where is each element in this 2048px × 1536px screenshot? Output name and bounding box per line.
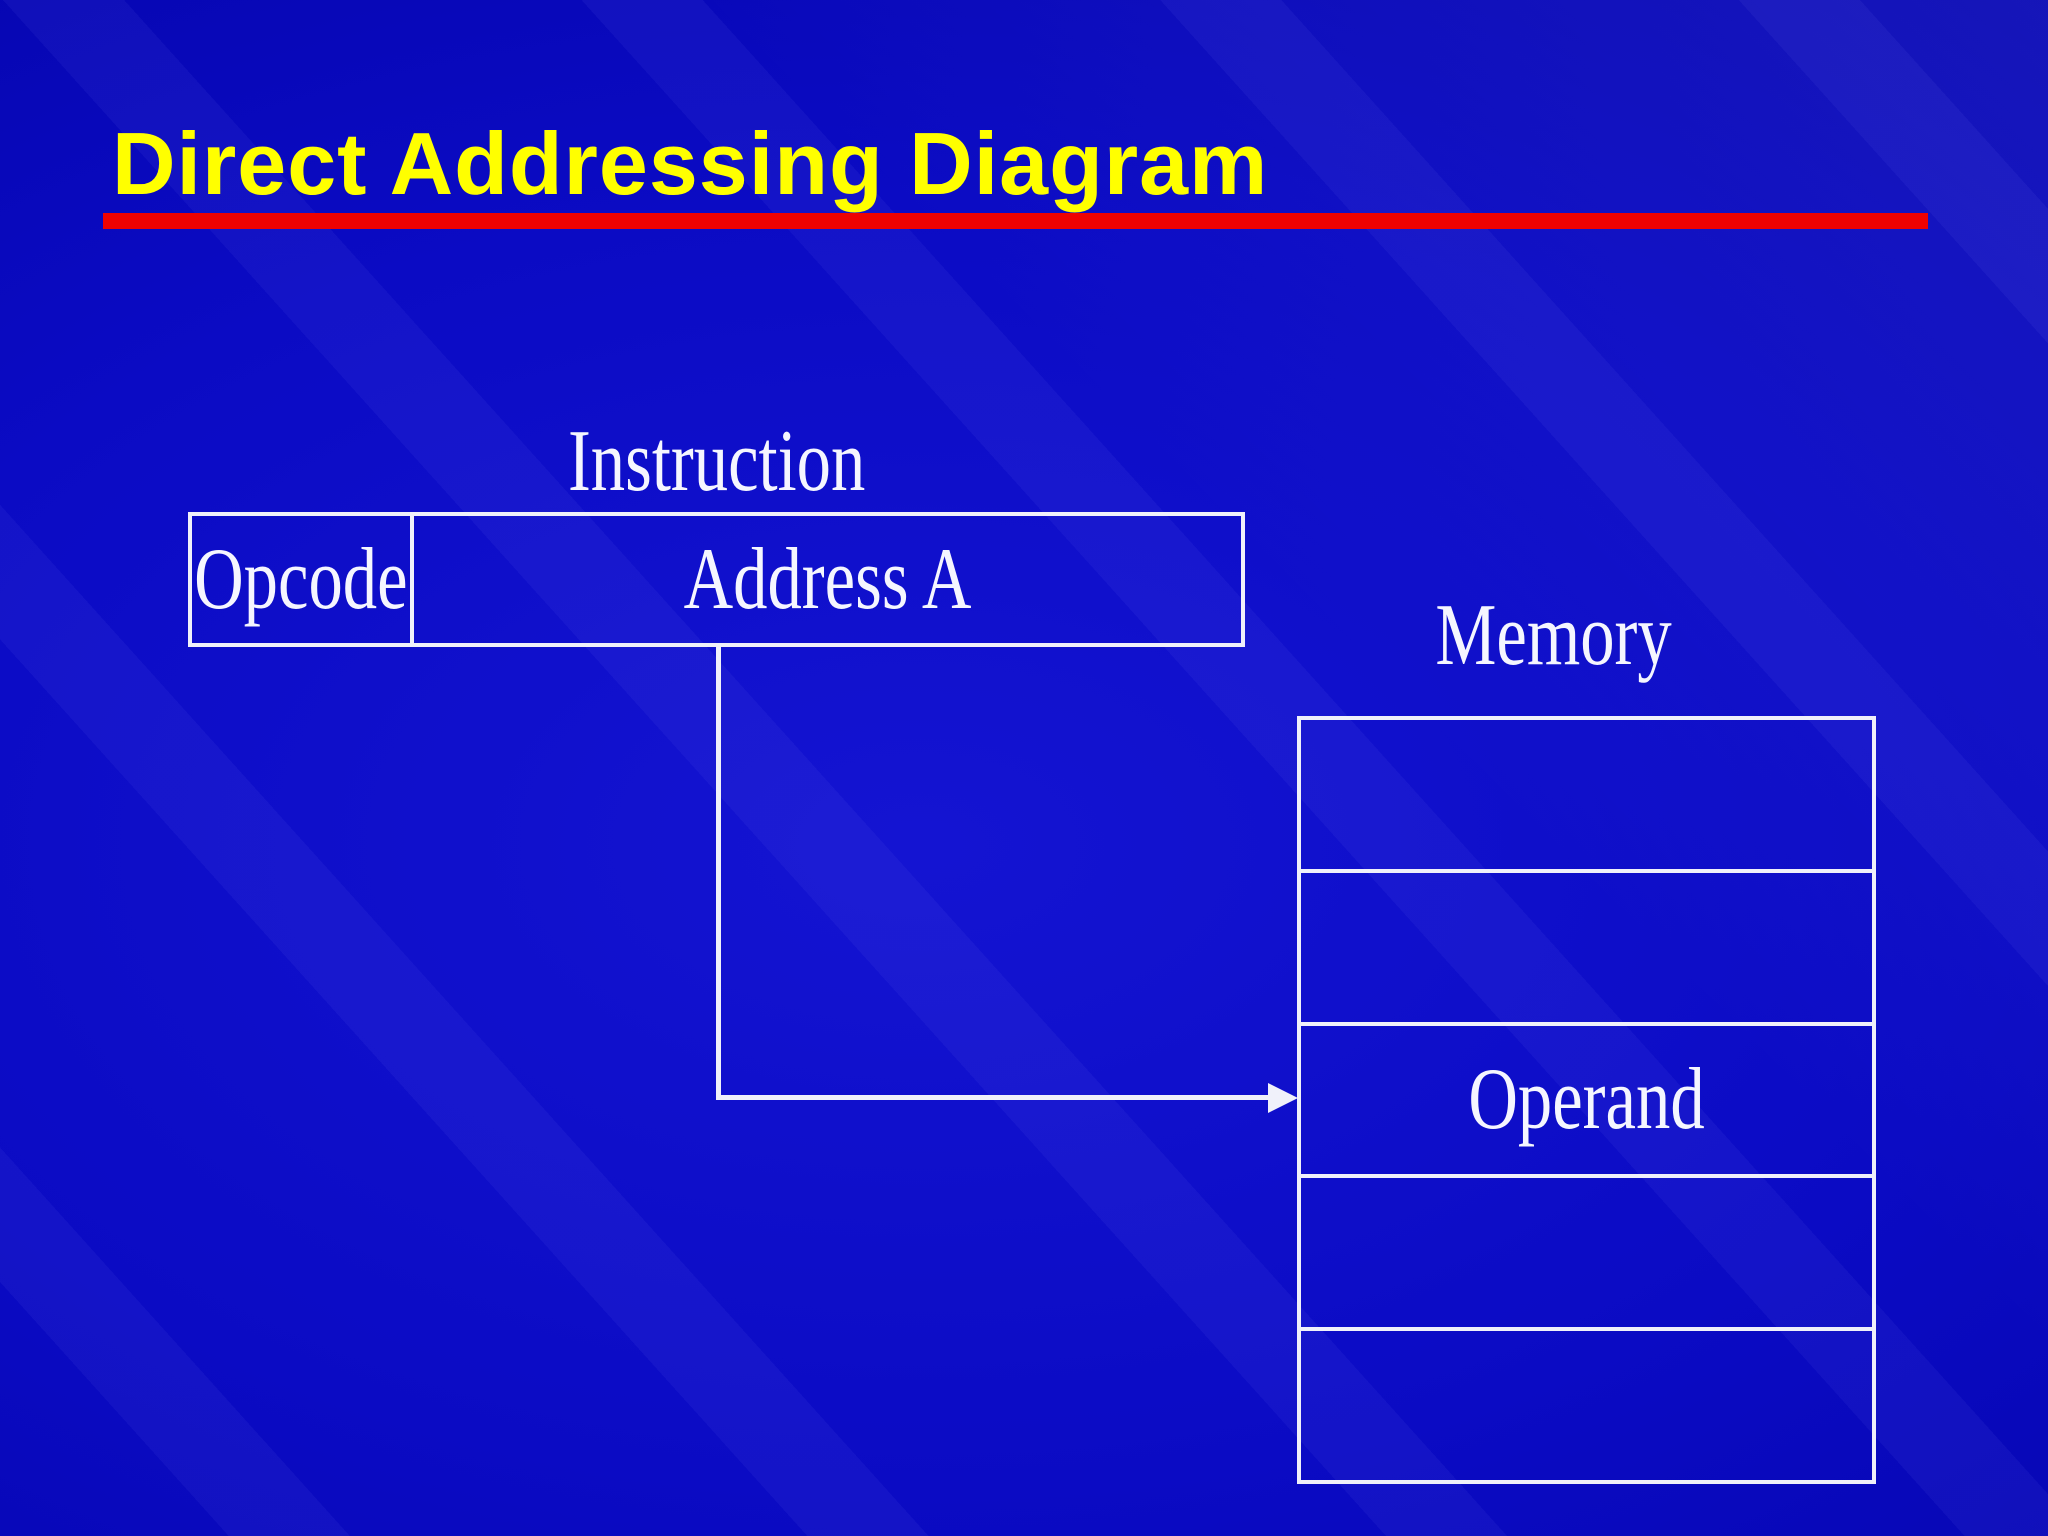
memory-row-operand: Operand bbox=[1301, 1021, 1872, 1175]
instruction-box: Opcode Address A bbox=[188, 512, 1245, 647]
opcode-label: Opcode bbox=[194, 530, 408, 628]
title-underline bbox=[103, 213, 1928, 229]
slide-title: Direct Addressing Diagram bbox=[112, 114, 1269, 213]
address-cell: Address A bbox=[414, 516, 1241, 643]
instruction-label: Instruction bbox=[188, 418, 1245, 506]
operand-label: Operand bbox=[1468, 1050, 1705, 1148]
connector-horizontal-line bbox=[716, 1095, 1272, 1100]
memory-row bbox=[1301, 1174, 1872, 1327]
address-label: Address A bbox=[683, 530, 972, 628]
instruction-label-text: Instruction bbox=[567, 413, 866, 510]
arrow-head-icon bbox=[1268, 1083, 1298, 1113]
memory-row bbox=[1301, 868, 1872, 1022]
opcode-cell: Opcode bbox=[192, 516, 414, 643]
memory-label: Memory bbox=[1264, 592, 1843, 680]
memory-row bbox=[1301, 720, 1872, 869]
memory-label-text: Memory bbox=[1435, 587, 1672, 684]
connector-vertical-line bbox=[716, 647, 721, 1100]
memory-row bbox=[1301, 1327, 1872, 1480]
memory-box: Operand bbox=[1297, 716, 1876, 1484]
